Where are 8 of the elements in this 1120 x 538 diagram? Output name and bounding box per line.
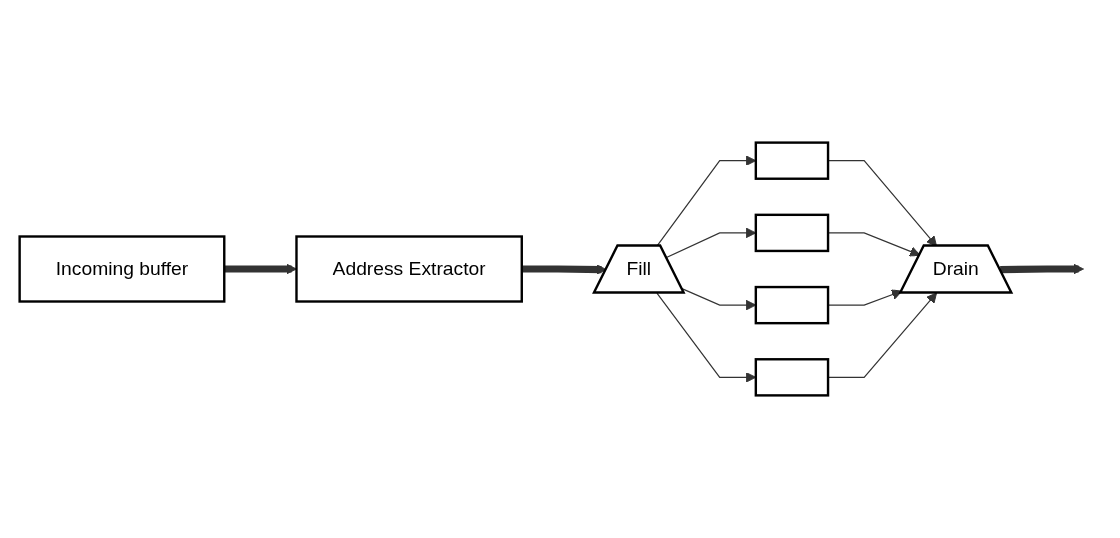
node-box: Address Extractor xyxy=(295,235,523,303)
node-box xyxy=(754,141,830,180)
arrow xyxy=(1000,263,1084,275)
node-box xyxy=(754,213,830,253)
arrow xyxy=(224,263,297,275)
node-box xyxy=(754,358,830,397)
node-box xyxy=(754,285,830,325)
node-box: Incoming buffer xyxy=(18,235,226,303)
